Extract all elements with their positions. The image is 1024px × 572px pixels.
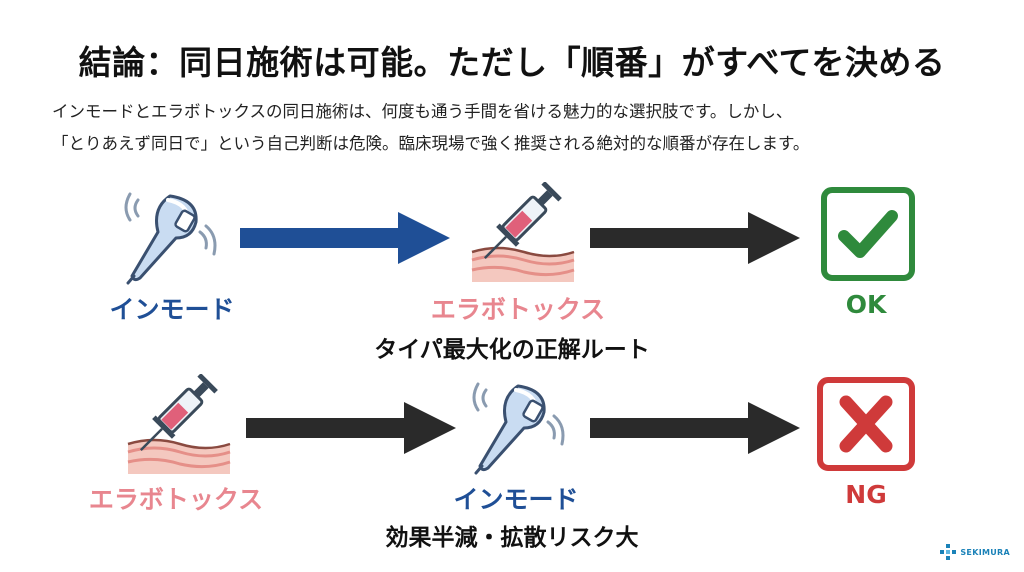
flow1-step2-label: エラボトックス xyxy=(430,295,606,324)
flow1-caption: タイパ最大化の正解ルート xyxy=(374,337,650,363)
syringe-injection-icon xyxy=(471,182,575,282)
arrow-right-blue xyxy=(240,212,450,264)
flow2-step1-label: エラボトックス xyxy=(88,485,264,514)
flow2-step2-label: インモード xyxy=(453,485,579,514)
cross-icon xyxy=(817,377,915,471)
inmode-handpiece-icon xyxy=(124,192,217,285)
arrow-right-dark xyxy=(590,402,800,454)
flow1-result-label: OK xyxy=(845,290,887,319)
intro-text: インモードとエラボトックスの同日施術は、何度も通う手間を省ける魅力的な選択肢です… xyxy=(52,96,992,160)
flow2-caption: 効果半減・拡散リスク大 xyxy=(385,525,639,551)
logo-mark-icon xyxy=(940,544,957,560)
intro-line-2: 「とりあえず同日で」という自己判断は危険。臨床現場で強く推奨される絶対的な順番が… xyxy=(52,134,810,153)
brand-logo: SEKIMURA xyxy=(940,544,1010,560)
slide-title: 結論：同日施術は可能。ただし「順番」がすべてを決める xyxy=(78,43,946,82)
flow2-result-label: NG xyxy=(845,480,887,509)
arrow-right-dark xyxy=(590,212,800,264)
inmode-handpiece-icon xyxy=(472,382,565,475)
logo-text: SEKIMURA xyxy=(960,547,1010,557)
arrow-right-dark xyxy=(246,402,456,454)
intro-line-1: インモードとエラボトックスの同日施術は、何度も通う手間を省ける魅力的な選択肢です… xyxy=(52,102,793,121)
checkmark-icon xyxy=(821,187,915,281)
flow1-step1-label: インモード xyxy=(109,295,235,324)
syringe-injection-icon xyxy=(127,374,231,474)
